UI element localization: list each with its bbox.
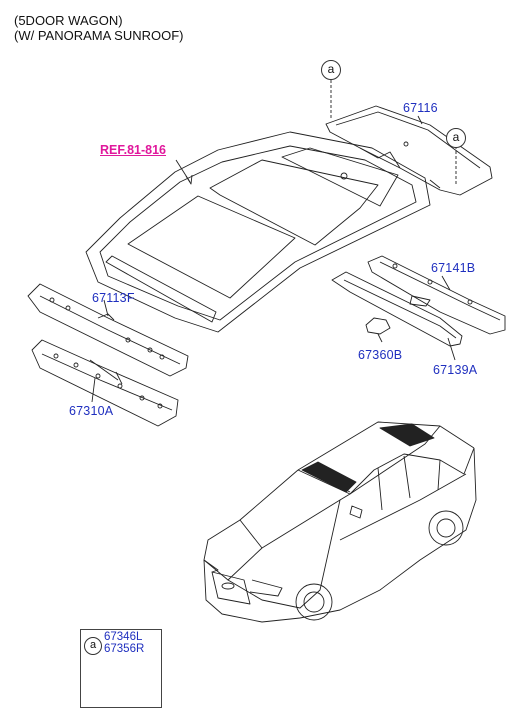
part-label-67113F[interactable]: 67113F — [92, 291, 135, 305]
part-label-67310A[interactable]: 67310A — [69, 404, 114, 418]
part-label-67346L[interactable]: 67346L — [104, 631, 143, 643]
car-illustration — [203, 421, 477, 623]
part-label-67360B[interactable]: 67360B — [358, 348, 403, 362]
callout-a-marker[interactable]: a — [321, 60, 341, 80]
diagram-title-line1: (5DOOR WAGON) — [14, 13, 123, 28]
part-67113F-front-rail — [27, 283, 189, 377]
part-67139A-rail — [331, 271, 463, 361]
reference-link[interactable]: REF.81-816 — [100, 143, 167, 157]
part-67360B-bracket — [365, 317, 391, 343]
roof-panel — [85, 131, 431, 333]
diagram-title-line2: (W/ PANORAMA SUNROOF) — [14, 28, 184, 43]
part-label-67139A[interactable]: 67139A — [433, 363, 478, 377]
part-label-67141B[interactable]: 67141B — [431, 261, 476, 275]
part-67141B-rail — [367, 255, 506, 335]
inset-callout-a-marker: a — [84, 637, 102, 655]
part-label-67356R[interactable]: 67356R — [104, 643, 145, 655]
part-67116-rear-rail — [325, 80, 493, 196]
part-label-67116[interactable]: 67116 — [403, 101, 438, 115]
callout-a-marker[interactable]: a — [446, 128, 466, 148]
part-67310A-front-inner-rail — [31, 339, 179, 427]
